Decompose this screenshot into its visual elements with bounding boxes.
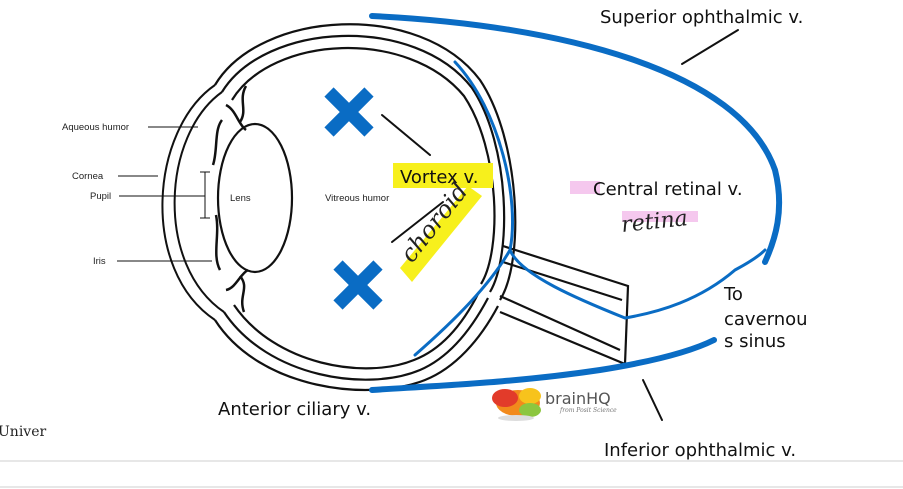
- pupil-bracket: [200, 171, 210, 219]
- superior-ophthalmic-label: Superior ophthalmic v.: [600, 7, 803, 28]
- cornea-label: Cornea: [72, 171, 104, 182]
- anterior-ciliary-label: Anterior ciliary v.: [218, 399, 371, 420]
- cropped-university-text: Univer: [0, 424, 46, 440]
- vortex-highlight: [393, 163, 493, 188]
- retinal-vein-branch: [413, 248, 512, 357]
- pupil-label: Pupil: [90, 191, 111, 202]
- anterior-ciliary-vein: [369, 337, 717, 393]
- veins: [369, 13, 783, 393]
- to-cavernous-label-line1: To: [723, 284, 743, 305]
- superior-ophthalmic-vein: [369, 13, 783, 265]
- brainhq-brand: brainHQ: [545, 389, 611, 408]
- retina-handwritten: retina: [620, 206, 689, 238]
- lens-label: Lens: [230, 193, 251, 204]
- vitreous-humor-label: Vitreous humor: [325, 193, 389, 204]
- inferior-ophthalmic-label: Inferior ophthalmic v.: [604, 440, 796, 461]
- vortex-label: Vortex v.: [400, 167, 479, 188]
- choroid-highlight: [400, 186, 482, 282]
- central-retinal-label: Central retinal v.: [593, 179, 743, 200]
- brainhq-logo: [492, 388, 541, 421]
- iris-label: Iris: [93, 256, 106, 267]
- aqueous-humor-label: Aqueous humor: [62, 122, 129, 133]
- vortex-vein-mark-lower: [333, 260, 383, 310]
- brainhq-subtext: from Posit Science: [559, 407, 617, 414]
- vortex-vein-mark-upper: [324, 87, 374, 137]
- label-leaders: [381, 29, 739, 421]
- cornea: [161, 84, 225, 321]
- optic-nerve: [499, 244, 630, 366]
- lens: [216, 122, 294, 274]
- central-retinal-highlight: [570, 181, 600, 194]
- retina-highlight: [622, 211, 698, 222]
- to-cavernous-label-line2: cavernou: [724, 309, 808, 330]
- to-cavernous-label-line3: s sinus: [724, 331, 786, 352]
- central-retinal-vein: [453, 60, 767, 320]
